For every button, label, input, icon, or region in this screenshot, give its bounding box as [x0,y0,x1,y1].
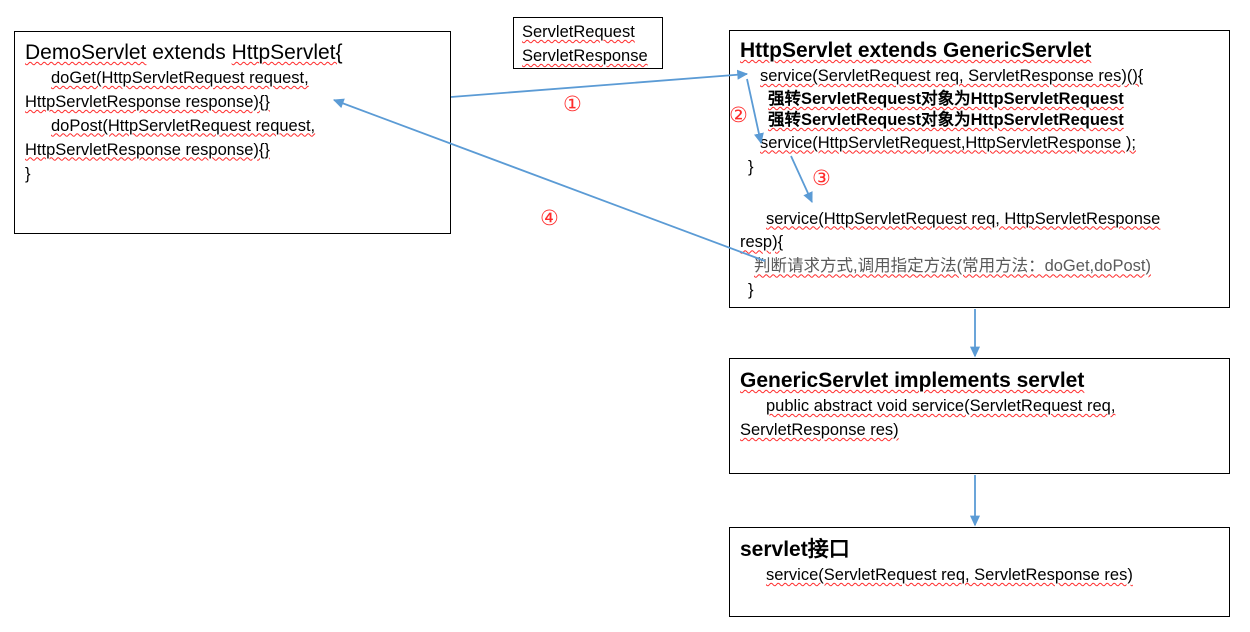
demo-servlet-doget-line1: doGet(HttpServletRequest request, [51,68,309,87]
http-servlet-box: HttpServlet extends GenericServlet servi… [729,30,1230,308]
http-servlet-brace-2: } [748,281,754,300]
step-marker-3: ③ [812,166,831,190]
http-servlet-cast-line-1: 强转ServletRequest对象为HttpServletRequest [768,89,1124,108]
demo-servlet-dopost-line1: doPost(HttpServletRequest request, [51,116,316,135]
generic-servlet-title: GenericServlet implements servlet [740,369,1085,392]
arrow-1-demo-to-httpservlet [450,69,749,98]
servlet-response-label: ServletResponse [522,46,648,65]
http-servlet-overload-signature-line1: service(HttpServletRequest req, HttpServ… [766,209,1161,228]
servlet-request-response-box: ServletRequest ServletResponse [513,17,663,69]
generic-servlet-service-line2: ServletResponse res) [740,420,899,439]
step-marker-2: ② [729,103,748,127]
http-servlet-cast-line-2: 强转ServletRequest对象为HttpServletRequest [768,111,1124,130]
http-servlet-service-signature: service(ServletRequest req, ServletRespo… [760,66,1144,85]
http-servlet-dispatch-note: 判断请求方式,调用指定方法(常用方法：doGet,doPost) [754,257,1151,276]
demo-servlet-title-extends: extends [152,41,226,64]
demo-servlet-close-brace: } [25,164,31,183]
generic-servlet-box: GenericServlet implements servlet public… [729,358,1230,474]
servlet-interface-box: servlet接口 service(ServletRequest req, Se… [729,527,1230,617]
servlet-interface-service-line: service(ServletRequest req, ServletRespo… [766,565,1133,584]
demo-servlet-title-class: DemoServlet [25,41,147,64]
generic-servlet-service-line1: public abstract void service(ServletRequ… [766,396,1116,415]
demo-servlet-box: DemoServlet extends HttpServlet{ doGet(H… [14,31,451,234]
demo-servlet-title: DemoServlet extends HttpServlet{ [25,40,440,67]
demo-servlet-title-super: HttpServlet{ [231,41,343,64]
step-marker-4: ④ [540,206,559,230]
http-servlet-service-call: service(HttpServletRequest,HttpServletRe… [760,133,1136,152]
servlet-request-label: ServletRequest [522,23,635,41]
step-marker-1: ① [563,92,582,116]
demo-servlet-doget-line2: HttpServletResponse response){} [25,92,270,111]
http-servlet-overload-signature-line2: resp){ [740,233,784,252]
http-servlet-title: HttpServlet extends GenericServlet [740,39,1092,62]
demo-servlet-dopost-line2: HttpServletResponse response){} [25,140,270,159]
servlet-interface-title: servlet接口 [740,538,850,561]
